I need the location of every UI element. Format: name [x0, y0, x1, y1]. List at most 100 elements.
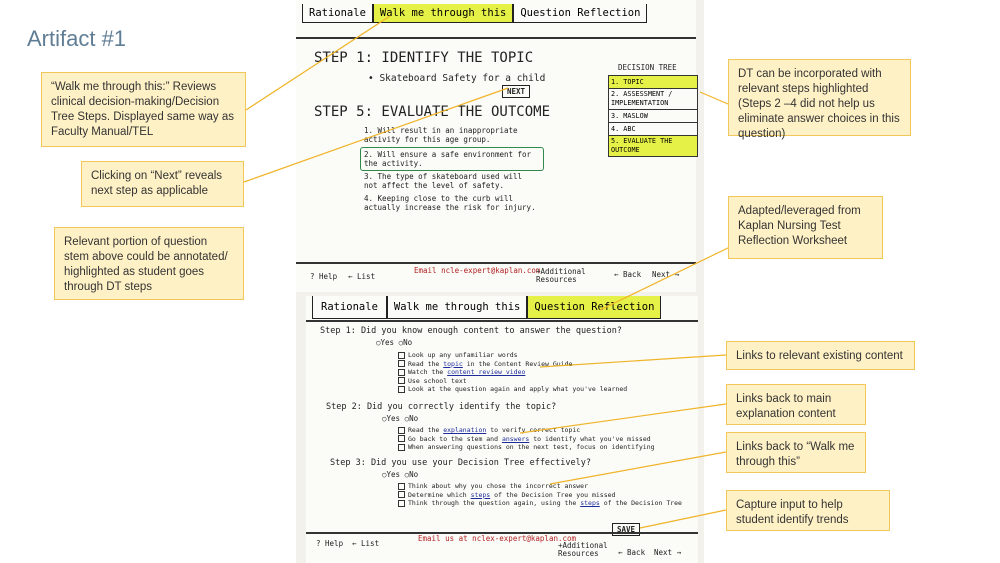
back-link-2[interactable]: ← Back	[618, 548, 646, 557]
dt-item-topic: 1. TOPIC	[609, 76, 697, 89]
sketch-bottom-tabs: Rationale Walk me through this Question …	[312, 296, 662, 319]
checklist-text: Use school text	[408, 376, 467, 385]
next-badge[interactable]: NEXT	[502, 85, 531, 98]
checklist-text: Look up any unfamiliar words	[408, 351, 518, 359]
sketch-top-tabs: Rationale Walk me through this Question …	[302, 4, 648, 23]
additional-resources-link-2[interactable]: +Additional Resources	[558, 541, 608, 558]
reflection-step3: Step 3: Did you use your Decision Tree e…	[330, 458, 591, 468]
sketch-top-sheet: Rationale Walk me through this Question …	[296, 0, 698, 292]
list-link-2[interactable]: ← List	[352, 539, 380, 548]
sketch-top-footer-line	[296, 262, 696, 264]
step3-checklist: Think about why you chose the incorrect …	[398, 482, 682, 508]
next-link-2[interactable]: Next →	[654, 548, 682, 557]
reflection-step2: Step 2: Did you correctly identify the t…	[326, 402, 557, 412]
checklist-text: When answering questions on the next tes…	[408, 443, 655, 451]
step5-heading: STEP 5: EVALUATE THE OUTCOME	[314, 104, 551, 120]
checkbox[interactable]	[398, 426, 405, 434]
checklist-item[interactable]: Read the topic in the Content Review Gui…	[398, 360, 627, 369]
additional-resources-link[interactable]: +Additional Resources	[536, 267, 586, 284]
sketch-bottom-sheet: Rationale Walk me through this Question …	[306, 296, 698, 563]
explanation-link[interactable]: explanation	[443, 426, 487, 434]
answer-option-3[interactable]: 3. The type of skateboard used will not …	[364, 172, 523, 190]
topic-link[interactable]: topic	[443, 359, 463, 368]
checkbox[interactable]	[398, 482, 405, 490]
step1-heading: STEP 1: IDENTIFY THE TOPIC	[314, 50, 534, 66]
step1-yesno[interactable]: ○Yes ○No	[376, 338, 413, 347]
dt-step-link[interactable]: steps	[580, 499, 600, 507]
prototype-photo: Rationale Walk me through this Question …	[296, 0, 704, 563]
help-link-2[interactable]: ? Help	[316, 539, 344, 548]
callout-links-walk: Links back to “Walk me through this”	[726, 432, 866, 473]
decision-tree-box: 1. TOPIC 2. ASSESSMENT / IMPLEMENTATION …	[608, 75, 698, 157]
tab-question-reflection-2[interactable]: Question Reflection	[527, 296, 662, 319]
checklist-item[interactable]: Watch the content review video	[398, 368, 627, 377]
checklist-item[interactable]: Think through the question again, using …	[398, 499, 682, 508]
content-review-video-link[interactable]: content review video	[447, 368, 526, 376]
callout-walk-me-through: “Walk me through this:” Reviews clinical…	[41, 72, 246, 147]
checkbox[interactable]	[398, 360, 405, 367]
checklist-item[interactable]: Use school text	[398, 377, 627, 386]
checklist-text: Look at the question again and apply wha…	[408, 385, 628, 393]
checklist-text: of the Decision Tree	[603, 499, 682, 507]
checklist-item[interactable]: Determine which steps of the Decision Tr…	[398, 491, 682, 500]
checklist-text: Watch the	[408, 368, 444, 376]
dt-item-assessment: 2. ASSESSMENT / IMPLEMENTATION	[609, 89, 697, 110]
email-link-2[interactable]: Email us at nclex-expert@kaplan.com	[418, 534, 577, 543]
checklist-text: to verify correct topic	[490, 426, 581, 434]
checklist-text: Go back to the stem and	[408, 434, 499, 443]
answer-option-2[interactable]: 2. Will ensure a safe environment for th…	[360, 147, 544, 171]
checkbox[interactable]	[398, 499, 405, 507]
email-link[interactable]: Email ncle-expert@kaplan.com	[414, 266, 541, 275]
checkbox[interactable]	[398, 385, 405, 393]
answers-link[interactable]: answers	[501, 434, 530, 443]
tab-walk-me-through-this[interactable]: Walk me through this	[372, 4, 514, 23]
back-link[interactable]: ← Back	[614, 270, 642, 279]
sketch-top-divider	[296, 37, 696, 39]
checklist-item[interactable]: Look up any unfamiliar words	[398, 351, 627, 360]
tab-rationale[interactable]: Rationale	[302, 4, 373, 23]
checklist-item[interactable]: Look at the question again and apply wha…	[398, 385, 627, 394]
callout-kaplan: Adapted/leveraged from Kaplan Nursing Te…	[728, 196, 883, 259]
checkbox[interactable]	[398, 443, 405, 451]
step2-checklist: Read the explanation to verify correct t…	[398, 426, 655, 452]
checkbox[interactable]	[398, 491, 405, 498]
save-button[interactable]: SAVE	[612, 523, 641, 536]
leader-dt	[699, 91, 729, 105]
dt-item-abc: 4. ABC	[609, 123, 697, 136]
dt-steps-link[interactable]: steps	[470, 490, 491, 499]
tab-walk-me-through-this-2[interactable]: Walk me through this	[386, 296, 528, 319]
help-link[interactable]: ? Help	[310, 272, 338, 281]
next-link[interactable]: Next →	[652, 270, 680, 279]
tab-rationale-2[interactable]: Rationale	[312, 296, 387, 319]
checkbox[interactable]	[398, 435, 405, 442]
tab-question-reflection[interactable]: Question Reflection	[513, 4, 648, 23]
callout-links-main: Links back to main explanation content	[726, 384, 866, 425]
step3-yesno[interactable]: ○Yes ○No	[382, 470, 419, 479]
checklist-text: Read the	[408, 359, 440, 368]
checkbox[interactable]	[398, 351, 405, 359]
checklist-text: of the Decision Tree you missed	[494, 490, 616, 499]
sketch-bottom-footer-line	[306, 532, 698, 534]
answer-option-4[interactable]: 4. Keeping close to the curb will actual…	[364, 194, 536, 212]
answer-option-2-text: 2. Will ensure a safe environment for th…	[364, 150, 532, 168]
callout-capture-input: Capture input to help student identify t…	[726, 490, 890, 531]
slide-title: Artifact #1	[27, 26, 127, 51]
checklist-text: Think through the question again, using …	[408, 499, 577, 507]
checklist-item[interactable]: When answering questions on the next tes…	[398, 443, 655, 452]
checklist-text: Determine which	[408, 490, 467, 499]
checklist-text: Think about why you chose the incorrect …	[408, 482, 589, 490]
list-link[interactable]: ← List	[348, 272, 376, 281]
checklist-item[interactable]: Go back to the stem and answers to ident…	[398, 435, 655, 444]
sketch-bottom-divider	[306, 320, 698, 322]
dt-item-evaluate: 5. EVALUATE THE OUTCOME	[609, 136, 697, 157]
step2-yesno[interactable]: ○Yes ○No	[382, 414, 419, 423]
checkbox[interactable]	[398, 377, 405, 384]
answer-option-1[interactable]: 1. Will result in an inappropriate activ…	[364, 126, 518, 144]
checklist-item[interactable]: Read the explanation to verify correct t…	[398, 426, 655, 435]
callout-next: Clicking on “Next” reveals next step as …	[81, 161, 244, 207]
checklist-text: in the Content Review Guide	[466, 359, 573, 368]
checklist-item[interactable]: Think about why you chose the incorrect …	[398, 482, 682, 491]
checkbox[interactable]	[398, 368, 405, 376]
checklist-text: Read the	[408, 426, 440, 434]
